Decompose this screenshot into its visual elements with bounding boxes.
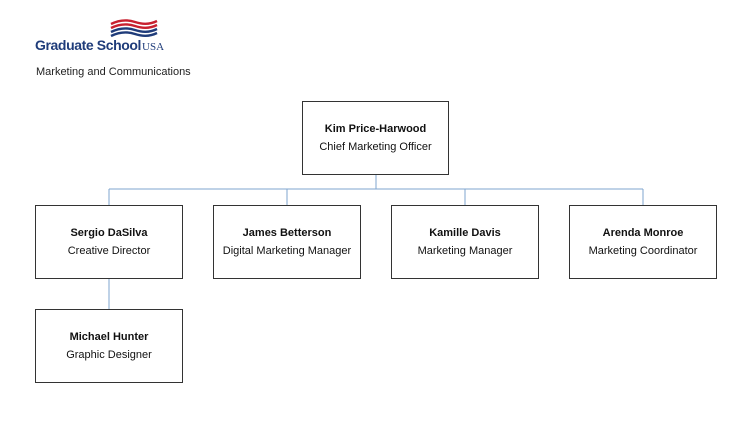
node-role: Marketing Coordinator	[588, 245, 698, 257]
node-name: James Betterson	[242, 227, 332, 239]
graduate-school-usa-logo: Graduate SchoolUSA	[35, 18, 165, 56]
node-role: Graphic Designer	[66, 349, 152, 361]
org-node-creative-director: Sergio DaSilva Creative Director	[35, 205, 183, 279]
org-node-graphic-designer: Michael Hunter Graphic Designer	[35, 309, 183, 383]
org-node-marketing-coordinator: Arenda Monroe Marketing Coordinator	[569, 205, 717, 279]
node-name: Kamille Davis	[429, 227, 501, 239]
org-node-digital-marketing-manager: James Betterson Digital Marketing Manage…	[213, 205, 361, 279]
node-name: Arenda Monroe	[602, 227, 684, 239]
logo-wordmark: Graduate SchoolUSA	[35, 37, 164, 55]
org-node-marketing-manager: Kamille Davis Marketing Manager	[391, 205, 539, 279]
flag-stripes-icon	[110, 19, 158, 38]
node-name: Sergio DaSilva	[70, 227, 148, 239]
logo-usa-text: USA	[142, 41, 165, 53]
node-role: Chief Marketing Officer	[319, 141, 432, 153]
node-name: Michael Hunter	[69, 331, 149, 343]
node-name: Kim Price-Harwood	[324, 123, 427, 135]
org-node-chief-marketing-officer: Kim Price-Harwood Chief Marketing Office…	[302, 101, 449, 175]
logo-main-text: Graduate School	[35, 37, 142, 53]
node-role: Marketing Manager	[417, 245, 513, 257]
node-role: Digital Marketing Manager	[222, 245, 352, 257]
department-title: Marketing and Communications	[36, 66, 191, 78]
node-role: Creative Director	[67, 245, 151, 257]
